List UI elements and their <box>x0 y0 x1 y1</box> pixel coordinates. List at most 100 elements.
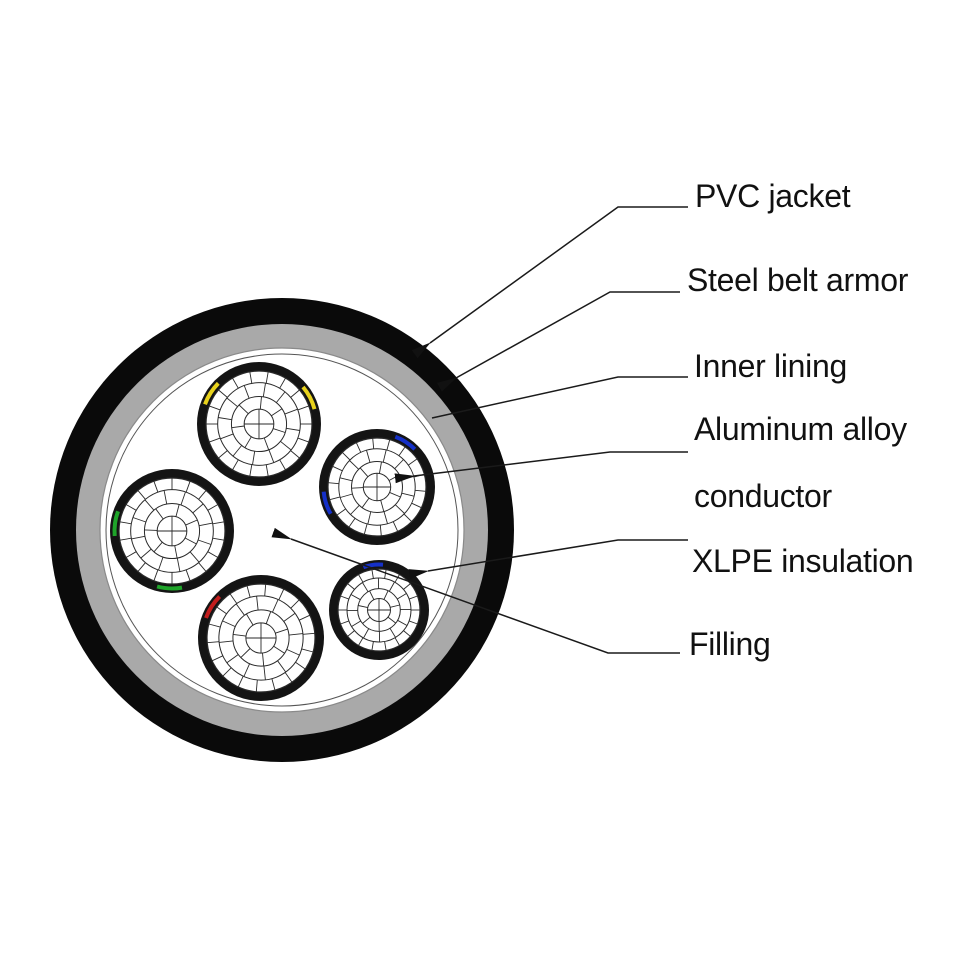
conductor-strand-line <box>244 436 252 448</box>
conductor-strand-line <box>229 593 238 604</box>
conductor-strand-line <box>351 487 364 489</box>
conductor-strand-line <box>394 459 404 470</box>
conductor-strand-line <box>415 489 426 492</box>
conductor-strand-line <box>362 582 369 592</box>
core-color-marker <box>156 584 183 591</box>
conductor-strand-line <box>246 613 254 626</box>
conductor-strand-line <box>125 551 137 558</box>
conductor-strand-line <box>140 548 152 559</box>
conductor-strand-line <box>218 417 232 421</box>
conductor-strand-line <box>350 504 360 515</box>
core-2 <box>319 429 435 545</box>
conductor-strand-line <box>218 450 228 459</box>
conductor-strand-line <box>378 461 382 474</box>
conductor-strand-line <box>408 458 418 466</box>
conductor-strand-line <box>232 459 239 471</box>
conductor-strand-line <box>232 445 243 457</box>
conductor-strand-line <box>389 491 401 498</box>
conductor-strand-line <box>302 632 315 635</box>
core-1 <box>197 362 321 486</box>
conductor-strand-line <box>243 663 251 677</box>
conductor-strand-line <box>153 541 163 553</box>
conductor-strand-line <box>361 497 370 508</box>
conductor-strand-line <box>363 523 368 535</box>
conductor-strand-line <box>408 595 418 600</box>
inner-lining-inner-edge <box>105 353 459 707</box>
conductor-strand-line <box>349 460 360 470</box>
callout-labels: PVC jacket Steel belt armor Inner lining… <box>687 178 914 662</box>
conductor-strand-line <box>390 604 400 608</box>
conductor-strand-line <box>184 537 197 545</box>
conductor-strand-line <box>209 405 221 411</box>
conductor-strand-line <box>397 593 407 600</box>
conductor-strand-line <box>351 620 361 627</box>
conductor-strand-line <box>237 676 244 688</box>
conductor-strand-line <box>347 583 355 590</box>
conductor-strand-ring <box>143 502 201 560</box>
leader-line-filling <box>271 527 680 654</box>
conductor-strand-line <box>283 612 296 622</box>
conductor-strand-line <box>386 439 391 451</box>
conductor-strand-line <box>394 504 405 514</box>
conductor-strand-line <box>382 449 387 463</box>
conductor-strand-line <box>271 678 276 691</box>
conductor-strand-line <box>275 391 286 403</box>
conductor-strand-line <box>155 508 164 520</box>
conductor-strand-line <box>137 490 146 500</box>
conductor-strand-line <box>403 583 411 590</box>
leader-line-aluminum-alloy-conductor <box>394 451 688 484</box>
conductor-strand-line <box>233 633 247 637</box>
core-color-marker <box>204 595 222 619</box>
conductor-strand-line <box>192 503 204 514</box>
conductor-strand-line <box>359 467 369 477</box>
conductor-strand-line <box>348 518 356 528</box>
conductor-strand-line <box>350 594 361 601</box>
conductor-strand-line <box>211 655 223 662</box>
conductor-strand-line <box>383 511 388 524</box>
label-filling: Filling <box>689 626 770 662</box>
conductor-strand-line <box>144 529 158 531</box>
conductor-strand-line <box>397 619 408 626</box>
conductor-strand-line <box>279 377 286 389</box>
conductor-strand-line <box>340 493 353 498</box>
conductor-strand-line <box>216 606 227 615</box>
conductor-strand-line <box>226 654 239 664</box>
conductor-strand-line <box>329 496 341 501</box>
conductor-strand-line <box>174 545 178 559</box>
conductor-strand-line <box>153 481 159 493</box>
conductor-strand-line <box>246 585 251 598</box>
conductor-strand-line <box>180 491 186 506</box>
conductor-strand-line <box>379 525 382 536</box>
label-steel-belt-armor: Steel belt armor <box>687 262 909 298</box>
label-aluminum-alloy-line2: conductor <box>694 478 832 514</box>
conductor-strand-line <box>231 425 245 429</box>
conductor-strand-line <box>207 641 220 644</box>
conductor-strand-line <box>232 377 239 389</box>
conductor-strand-line <box>362 616 371 624</box>
conductor-strand-line <box>290 599 300 609</box>
conductor-strand-line <box>358 637 364 646</box>
leader-line-steel-belt-armor <box>436 291 680 392</box>
core-color-marker <box>321 491 333 515</box>
conductor-strand-line <box>199 522 213 527</box>
conductor-strand-line <box>212 537 225 541</box>
conductor-strand-line <box>218 389 228 398</box>
conductor-strand-line <box>392 521 399 532</box>
conductor-strand-line <box>384 569 387 579</box>
conductor-strand-line <box>339 477 353 482</box>
conductor-strand-ring <box>346 577 412 643</box>
conductor-strand-line <box>284 408 298 415</box>
conductor-strand-line <box>358 574 364 583</box>
conductor-strand-line <box>209 437 221 443</box>
conductor-strand-line <box>272 428 286 433</box>
label-aluminum-alloy-line1: Aluminum alloy <box>694 411 907 447</box>
conductor-strand-line <box>403 630 411 637</box>
conductor-strand-line <box>255 679 258 692</box>
conductor-strand-line <box>235 603 245 616</box>
conductor-strand-line <box>243 385 250 399</box>
conductor-strand-line <box>259 396 262 410</box>
conductor-strand-line <box>297 437 309 443</box>
conductor-strand-line <box>340 595 350 600</box>
conductor-strand-line <box>389 628 396 638</box>
leader-line-inner-lining <box>431 376 688 419</box>
